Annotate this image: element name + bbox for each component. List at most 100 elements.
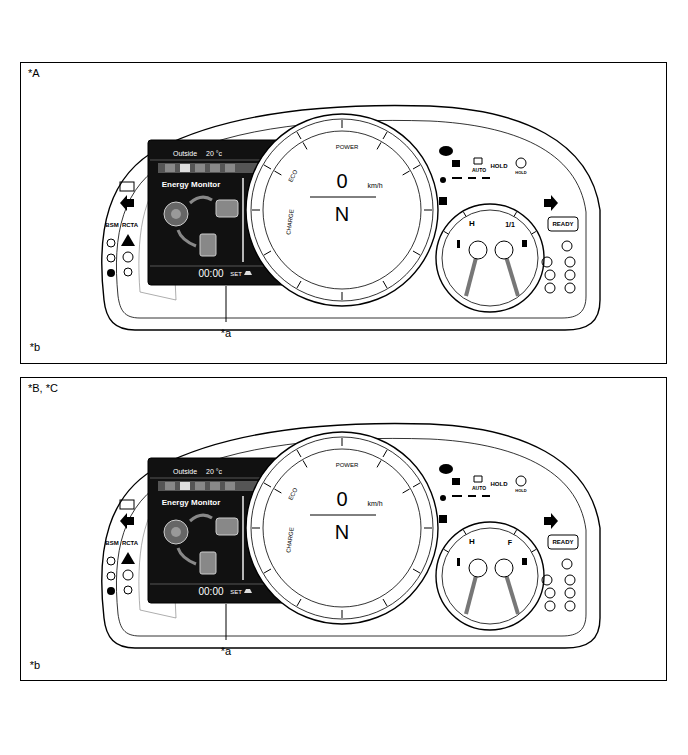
indicator-text: HOLD xyxy=(515,489,526,493)
energy-flow-arrow xyxy=(178,230,196,246)
battery-icon xyxy=(200,234,216,256)
display-text: Outside xyxy=(173,468,197,475)
warning-icon xyxy=(545,588,555,598)
gauge-tick xyxy=(377,460,381,467)
meter-ring xyxy=(251,119,433,301)
ready-frame xyxy=(548,535,578,549)
cluster-bezel xyxy=(116,438,586,636)
display-title: Energy Monitor xyxy=(162,499,221,507)
auto-light-icon xyxy=(474,476,482,482)
lamp-icons xyxy=(452,177,490,179)
indicator-text: HOLD xyxy=(491,481,508,487)
meter-tick xyxy=(342,610,343,618)
meter-tick xyxy=(424,528,432,529)
brake-hold-icon xyxy=(516,476,526,486)
master-warning-icon xyxy=(121,552,135,564)
speed-readout: 0 xyxy=(336,489,347,509)
leader-line xyxy=(226,604,227,640)
ready-indicator: READY xyxy=(552,539,573,545)
turn-signal-left xyxy=(120,513,134,529)
ev-indicator xyxy=(439,464,453,474)
gauge-tick xyxy=(377,142,381,149)
cluster-housing xyxy=(102,105,600,330)
slip-icon xyxy=(124,586,132,594)
sub-meter-tick xyxy=(532,550,536,553)
meter-tick xyxy=(252,528,260,529)
turn-signal-right xyxy=(544,513,558,529)
airbag-icon xyxy=(107,269,115,277)
indicator-text: RCTA xyxy=(122,540,138,546)
indicator-icon xyxy=(439,197,447,205)
needle-hub xyxy=(469,241,487,259)
display-text: Outside xyxy=(173,150,197,157)
slip-icon xyxy=(107,254,115,262)
status-icon xyxy=(244,589,252,593)
speed-divider xyxy=(310,197,376,198)
sub-meter-ring xyxy=(436,204,544,312)
sub-meter-ring xyxy=(436,522,544,630)
meter-tick xyxy=(264,165,271,169)
meter-tick xyxy=(413,165,420,169)
display-text: SET xyxy=(230,589,242,595)
warning-icon xyxy=(565,601,575,611)
shift-position: N xyxy=(335,204,349,224)
sub-meter-tick xyxy=(514,212,517,216)
warning-icon xyxy=(565,588,575,598)
callout-letter: *b xyxy=(30,660,40,671)
shift-position: N xyxy=(335,522,349,542)
warning-icon xyxy=(545,601,555,611)
ready-indicator: READY xyxy=(552,221,573,227)
indicator-text: BSM xyxy=(105,222,118,228)
meter-tick xyxy=(413,569,420,573)
scroll-bar xyxy=(242,496,244,580)
gauge-tick xyxy=(274,171,281,175)
cluster-bezel xyxy=(116,120,586,318)
tire-pressure-icon xyxy=(123,570,133,580)
speed-divider xyxy=(310,515,376,516)
display-text: 20 °c xyxy=(206,150,222,157)
tab-icon xyxy=(180,164,190,172)
meter-tick xyxy=(264,251,271,255)
meter-tick xyxy=(342,292,343,300)
indicator-text: AUTO xyxy=(472,168,486,173)
warning-icon xyxy=(565,270,575,280)
tab-icon xyxy=(165,482,175,490)
gauge-zone: POWER xyxy=(336,144,359,150)
gauge-tick xyxy=(274,489,281,493)
cluster-a xyxy=(102,105,600,330)
charge-warning-icon xyxy=(120,500,134,509)
gauge-zone: POWER xyxy=(336,462,359,468)
slip-icon xyxy=(107,572,115,580)
meter-tick xyxy=(264,569,271,573)
sub-meter-tick xyxy=(464,530,467,534)
warning-icon xyxy=(562,241,572,251)
temp-icon xyxy=(457,558,460,566)
warning-icon xyxy=(565,283,575,293)
slip-icon xyxy=(124,268,132,276)
clock-text: 00:00 xyxy=(198,587,223,597)
status-icon xyxy=(244,271,252,275)
tab-icon xyxy=(195,164,205,172)
tab-icon xyxy=(195,482,205,490)
gauge-mark: H xyxy=(469,220,475,228)
meter-tick xyxy=(297,281,301,288)
auto-light-icon xyxy=(474,158,482,164)
meter-tick xyxy=(383,281,387,288)
meter-tick xyxy=(424,210,432,211)
energy-flow-arrow xyxy=(190,515,212,521)
meter-tick xyxy=(297,599,301,606)
wheel-icon xyxy=(164,202,188,226)
meter-ring xyxy=(251,437,433,619)
battery-icon xyxy=(200,552,216,574)
meter-tick xyxy=(342,120,343,128)
indicator-icon xyxy=(439,515,447,523)
seatbelt-icon xyxy=(440,177,446,183)
meter-ring xyxy=(246,432,438,624)
indicator-text: HOLD xyxy=(515,171,526,175)
needle-hub xyxy=(469,559,487,577)
speed-readout: 0 xyxy=(336,171,347,191)
sub-meter-ring xyxy=(442,210,538,306)
indicator-text: HOLD xyxy=(491,163,508,169)
variant-label: *A xyxy=(21,64,47,82)
sub-meter-tick xyxy=(444,550,448,553)
